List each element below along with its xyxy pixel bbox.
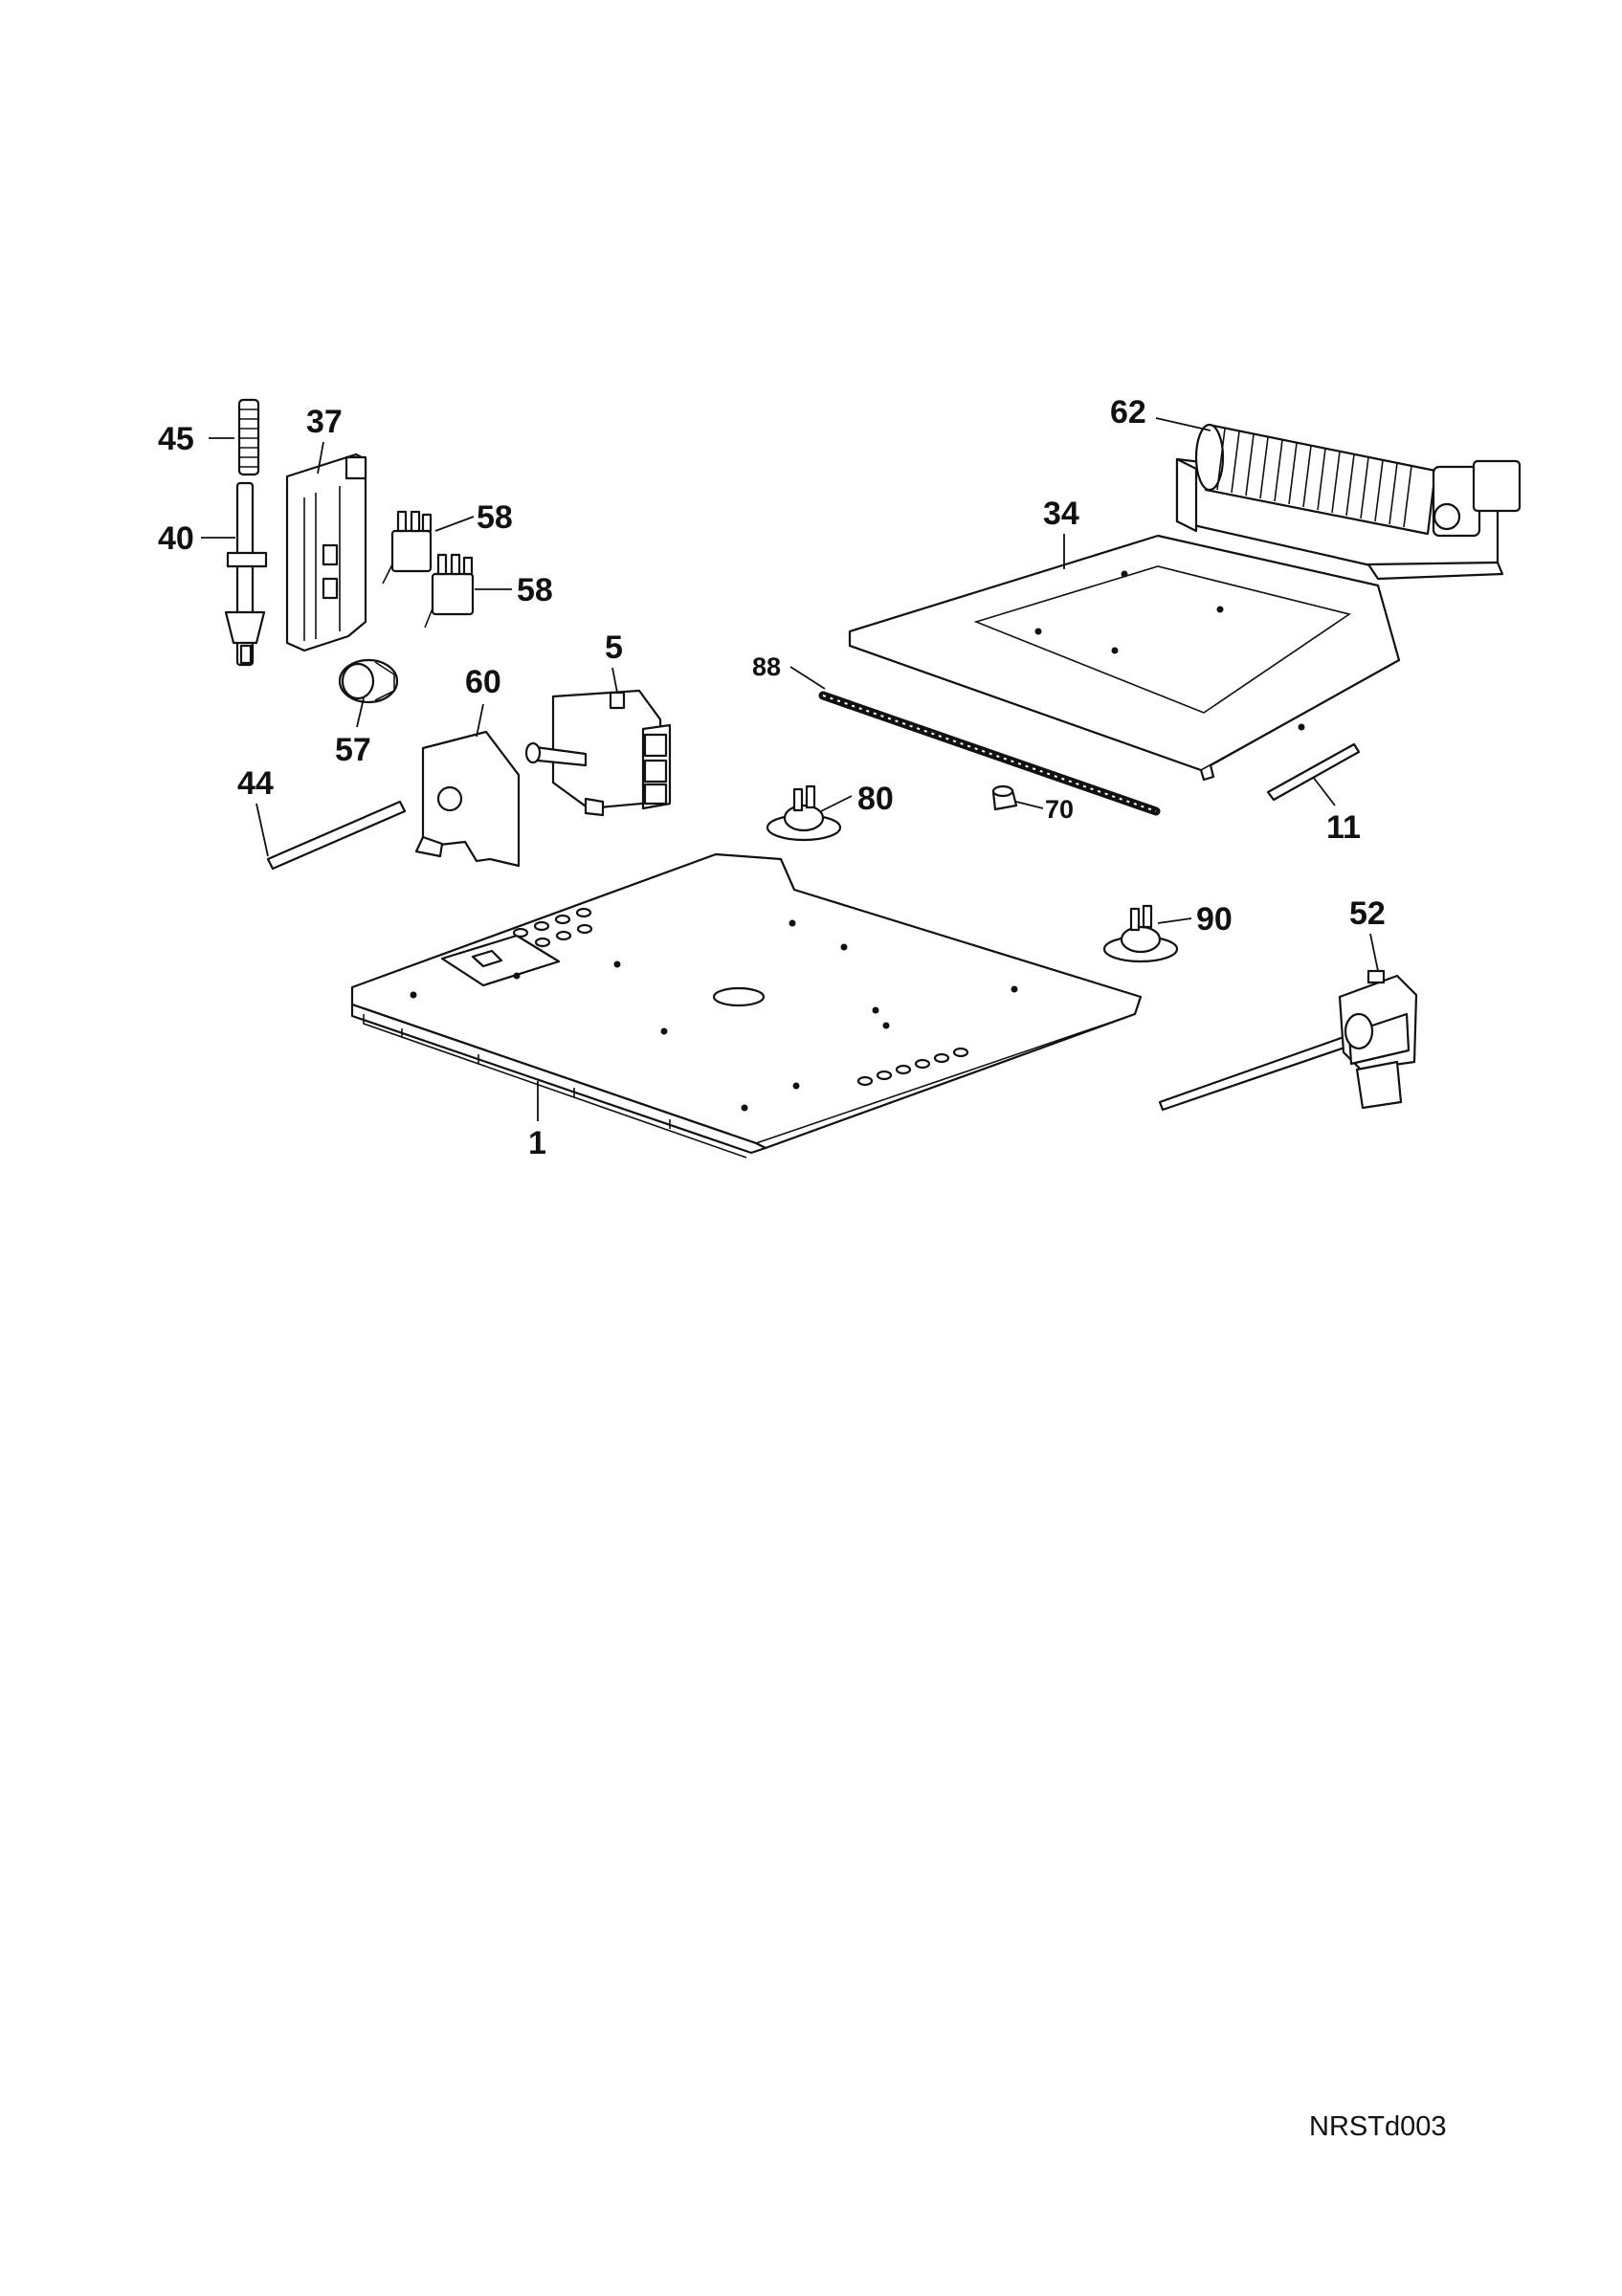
part-34-cover-plate [848,534,1401,782]
callout-34: 34 [1043,496,1079,532]
callout-80: 80 [857,781,894,817]
callout-37: 37 [306,404,343,440]
part-40-shaft [224,481,268,667]
part-58a-micro-switch [382,510,433,585]
callout-58-lower: 58 [517,572,553,608]
callout-labels: 45 37 40 58 58 57 60 5 44 62 34 88 80 70… [158,394,1386,1161]
leader-lines [201,417,1379,1121]
callout-88: 88 [752,652,781,681]
part-80-thermostat [766,784,842,842]
part-90-thermostat [1102,904,1179,963]
callout-58-upper: 58 [477,499,513,536]
callout-44: 44 [237,765,274,802]
part-11-pin [1266,742,1361,802]
callout-11: 11 [1326,809,1361,846]
callout-62: 62 [1110,394,1146,430]
part-37-switch-bracket [285,453,367,652]
part-88-seal-strip [818,691,1161,816]
part-57-knob [338,658,399,704]
part-60-mounting-plate [414,730,521,868]
callout-40: 40 [158,520,194,557]
part-45-spring [237,398,260,476]
part-5-selector-switch [524,689,672,817]
callout-60: 60 [465,664,501,700]
part-58b-micro-switch [424,553,475,629]
callout-90: 90 [1196,901,1233,938]
part-52-thermostat-probe [1158,969,1418,1112]
part-1-base-plate [350,852,1143,1159]
callout-5: 5 [605,629,623,666]
part-70-cap [991,784,1018,811]
diagram-reference-code: NRSTd003 [1309,2111,1447,2142]
callout-57: 57 [335,732,371,768]
callout-1: 1 [528,1125,546,1161]
part-44-rod [266,800,407,871]
callout-70: 70 [1045,795,1074,824]
callout-45: 45 [158,421,194,457]
part-62-tangential-fan [1175,423,1522,581]
callout-52: 52 [1349,895,1386,932]
